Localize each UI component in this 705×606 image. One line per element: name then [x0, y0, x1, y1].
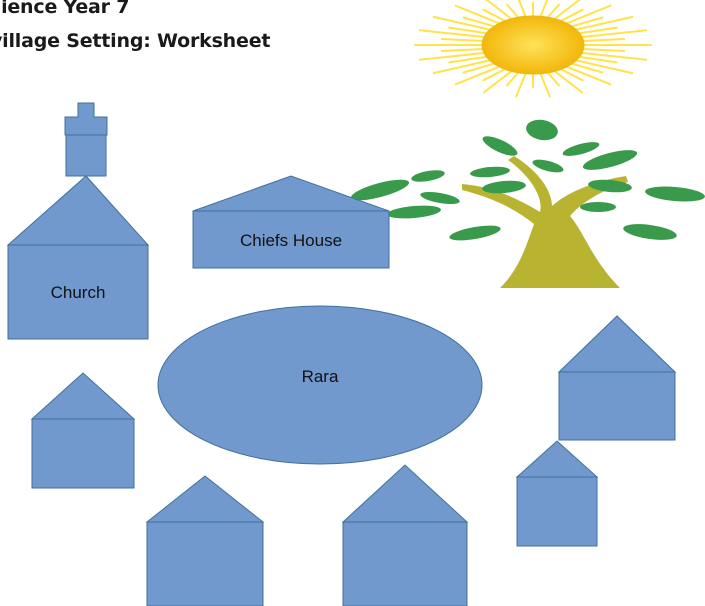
- sun-ray: [569, 62, 604, 74]
- sun-ray: [577, 26, 618, 35]
- sun-ray: [462, 62, 497, 74]
- house-right-small: [515, 440, 599, 547]
- sun-ray: [559, 67, 584, 82]
- chiefs-house-body: [192, 210, 390, 269]
- house-bottom-left: [145, 475, 265, 606]
- sun-ray: [462, 16, 497, 28]
- sun-ray: [506, 70, 520, 87]
- church: [6, 102, 150, 340]
- sun-ray: [418, 51, 486, 61]
- tree-icon: [350, 119, 705, 288]
- church-label: Church: [51, 283, 106, 302]
- sun-ray: [581, 38, 626, 42]
- sun-ray: [482, 8, 507, 23]
- sun-ray: [506, 3, 520, 20]
- sun-ray: [574, 15, 634, 31]
- house-right-top: [557, 315, 677, 441]
- sun-ray: [569, 16, 604, 28]
- sun-ray: [580, 51, 648, 61]
- sun-ray: [552, 0, 581, 21]
- church-body: [7, 244, 149, 340]
- sun-icon: [414, 0, 652, 98]
- sun-ray: [539, 0, 549, 19]
- sun-ray: [517, 0, 527, 19]
- church-tower: [65, 134, 107, 177]
- sun-ray: [580, 29, 648, 39]
- sun-ray: [564, 65, 612, 86]
- sun-ray: [539, 71, 551, 98]
- sun-ray: [454, 4, 502, 25]
- sun-ray: [440, 48, 485, 52]
- chiefs-house-label: Chiefs House: [240, 231, 342, 250]
- worksheet-title-line-1: cience Year 7: [0, 0, 130, 18]
- rara-oval: [157, 305, 483, 465]
- sun-ray: [574, 59, 634, 75]
- church-roof: [6, 175, 150, 246]
- sun-ray: [485, 0, 514, 21]
- rara-label: Rara: [302, 367, 339, 386]
- sun-ray: [454, 65, 502, 86]
- church-cross-icon: [64, 102, 108, 136]
- worksheet-title-line-2: village Setting: Worksheet: [0, 30, 271, 52]
- sun-ray: [432, 15, 492, 31]
- sun-ray: [448, 55, 489, 64]
- house-left: [30, 372, 136, 489]
- sun-ray: [564, 4, 612, 25]
- sun-ray: [546, 3, 560, 20]
- sun-ray: [546, 70, 560, 87]
- sun-ray: [515, 71, 527, 98]
- sun-ray: [552, 69, 583, 94]
- sun-ray: [432, 59, 492, 75]
- sun-ray: [440, 38, 485, 42]
- sun-ray: [559, 8, 584, 23]
- sun-ray: [483, 69, 514, 94]
- sun-ray: [482, 67, 507, 82]
- sun-ray: [418, 29, 486, 39]
- sun-ray: [581, 48, 626, 52]
- chiefs-house: [192, 175, 390, 269]
- sun-ray: [448, 26, 489, 35]
- sun-ray: [577, 55, 618, 64]
- house-bottom-center: [341, 464, 469, 606]
